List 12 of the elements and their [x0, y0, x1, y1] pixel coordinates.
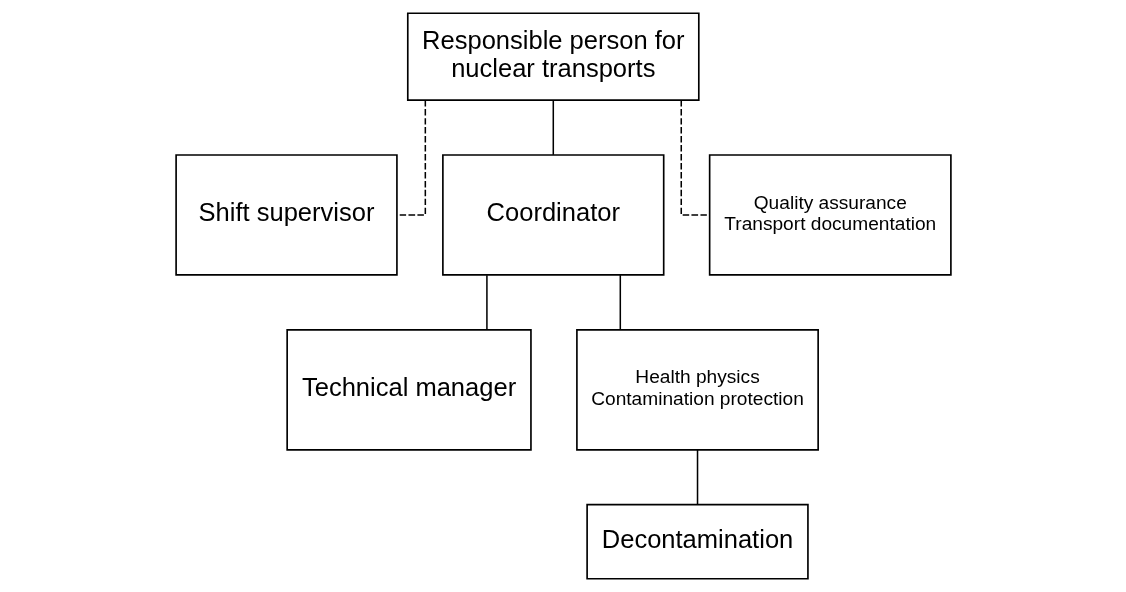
connector: [680, 99, 710, 216]
node-box: Health physics Contamination protection: [575, 329, 819, 451]
connector: [485, 274, 488, 331]
node-box: Technical manager: [285, 329, 532, 451]
node-box: Decontamination: [585, 503, 809, 580]
connector: [696, 449, 698, 506]
node-box: Coordinator: [441, 154, 665, 276]
node-box: Quality assurance Transport documentation: [708, 154, 952, 276]
connector: [552, 99, 554, 156]
node-box: Responsible person for nuclear transports: [406, 12, 700, 101]
connector: [619, 274, 621, 331]
node-box: Shift supervisor: [174, 154, 398, 276]
